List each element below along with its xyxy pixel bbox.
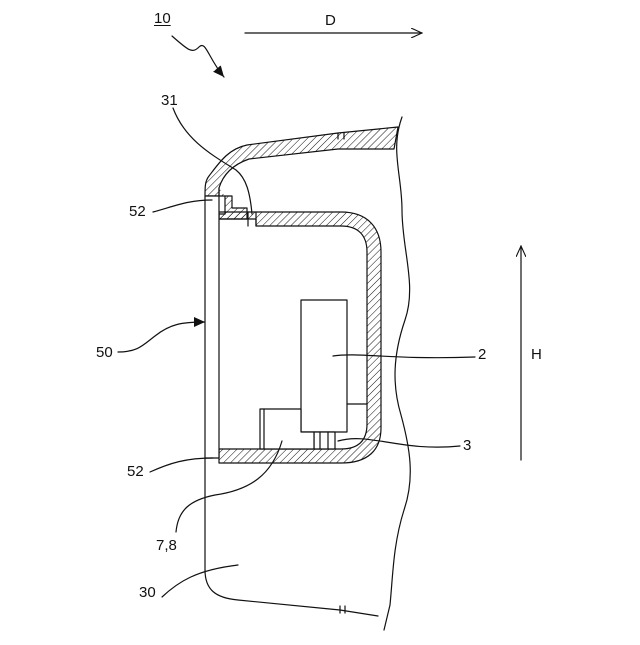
- leader-52-bottom: [150, 458, 213, 472]
- ref-label-31: 31: [161, 93, 178, 108]
- lower-housing-30: [205, 458, 378, 616]
- ref-label-52-bottom: 52: [127, 464, 144, 479]
- leader-2: [333, 355, 475, 358]
- leader-30: [162, 565, 238, 597]
- ref-label-7-8: 7,8: [156, 538, 177, 553]
- ref-label-10: 10: [154, 11, 171, 26]
- ref-label-50: 50: [96, 345, 113, 360]
- outer-housing-wall: [205, 127, 398, 196]
- component-3: [314, 432, 335, 449]
- break-line: [384, 117, 410, 630]
- ref-label-52-top: 52: [129, 204, 146, 219]
- leader-10: [172, 36, 224, 77]
- ref-label-3: 3: [463, 438, 471, 453]
- ref-label-30: 30: [139, 585, 156, 600]
- direction-d-label: D: [325, 13, 336, 28]
- component-2: [301, 300, 347, 432]
- front-panel-50: [205, 196, 219, 458]
- leader-52-top: [153, 200, 212, 212]
- leader-50: [118, 322, 205, 352]
- ref-label-2: 2: [478, 347, 486, 362]
- direction-h-label: H: [531, 347, 542, 362]
